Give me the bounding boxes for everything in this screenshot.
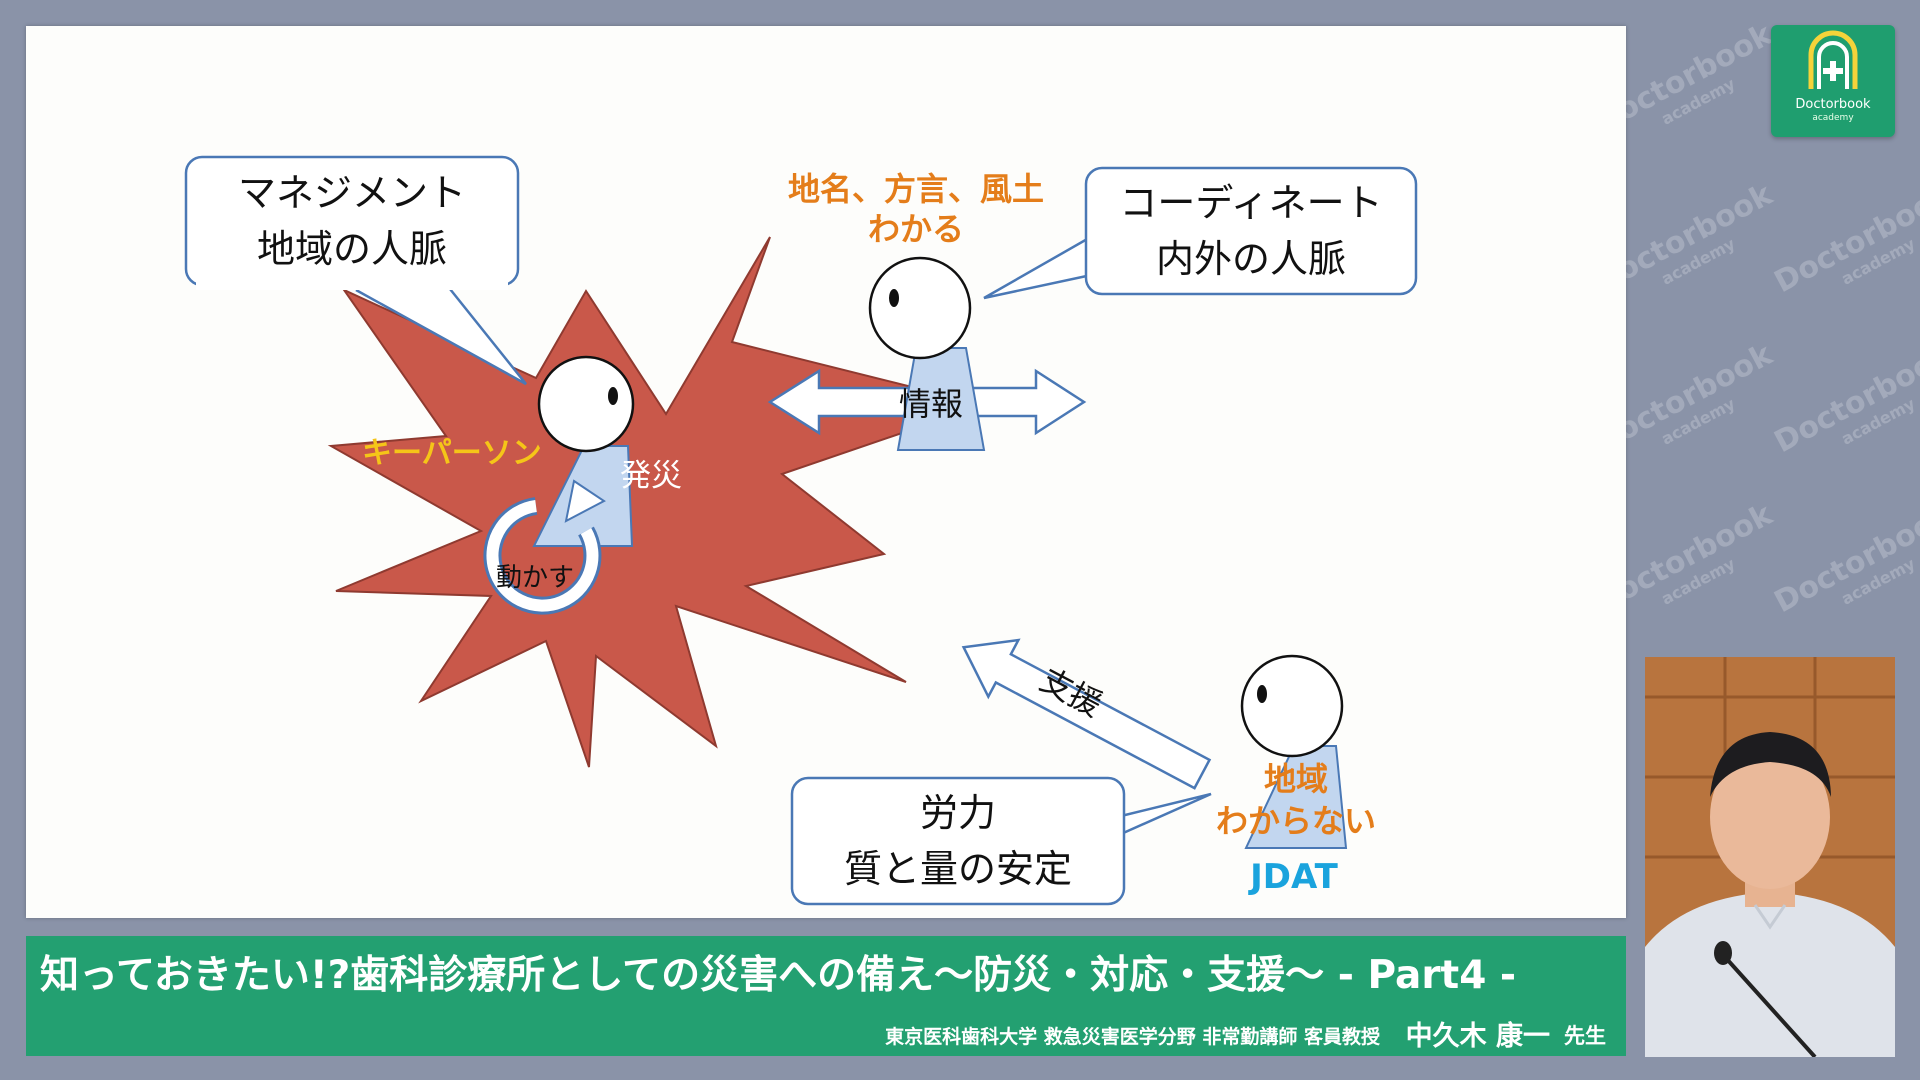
move-label: 動かす	[496, 563, 574, 593]
info-label: 情報	[899, 385, 963, 423]
jdat-person-eye	[1257, 685, 1267, 703]
callout-left-line2: 地域の人脈	[257, 227, 447, 271]
jdat-label: JDAT	[1248, 857, 1339, 897]
callout-bottom-line1: 労力	[920, 791, 996, 835]
lecture-title: 知っておきたい!?歯科診療所としての災害への備え〜防災・対応・支援〜 - Par…	[40, 944, 1516, 1000]
orange-note-bottom-line2: わからない	[1216, 802, 1376, 840]
presenter-name: 中久木 康一	[1406, 1014, 1550, 1053]
caption-bar: 知っておきたい!?歯科診療所としての災害への備え〜防災・対応・支援〜 - Par…	[26, 936, 1626, 1056]
presenter-video	[1645, 657, 1895, 1057]
callout-right-line2: 内外の人脈	[1156, 237, 1346, 281]
person-local-head	[870, 258, 970, 358]
keyperson-head	[539, 357, 633, 451]
disaster-diagram: マネジメント 地域の人脈 コーディネート 内外の人脈 労力 質と量の安定 情報 …	[26, 26, 1626, 918]
callout-pointer-bottom	[1121, 794, 1211, 834]
jdat-person-head	[1242, 656, 1342, 756]
disaster-label: 発災	[620, 458, 682, 494]
keyperson-eye	[608, 387, 618, 405]
callout-bottom-line2: 質と量の安定	[844, 847, 1072, 891]
callout-pointer-right	[984, 234, 1096, 298]
keyperson-label: キーパーソン	[362, 436, 542, 471]
slide: マネジメント 地域の人脈 コーディネート 内外の人脈 労力 質と量の安定 情報 …	[26, 26, 1626, 918]
orange-note-top-line1: 地名、方言、風土	[788, 170, 1044, 208]
orange-note-bottom-line1: 地域	[1264, 760, 1328, 798]
doctorbook-logo: Doctorbook academy	[1771, 25, 1895, 137]
callout-right-line1: コーディネート	[1119, 181, 1382, 225]
presenter-affiliation: 東京医科歯科大学 救急災害医学分野 非常勤講師 客員教授	[885, 1022, 1380, 1049]
callout-left-line1: マネジメント	[238, 171, 466, 215]
logo-brand: Doctorbook	[1771, 97, 1895, 112]
orange-note-top-line2: わかる	[868, 210, 964, 248]
person-local-eye	[889, 289, 899, 307]
presenter-honorific: 先生	[1564, 1020, 1606, 1050]
shield-plus-icon	[1771, 25, 1895, 97]
logo-sub: academy	[1771, 113, 1895, 123]
